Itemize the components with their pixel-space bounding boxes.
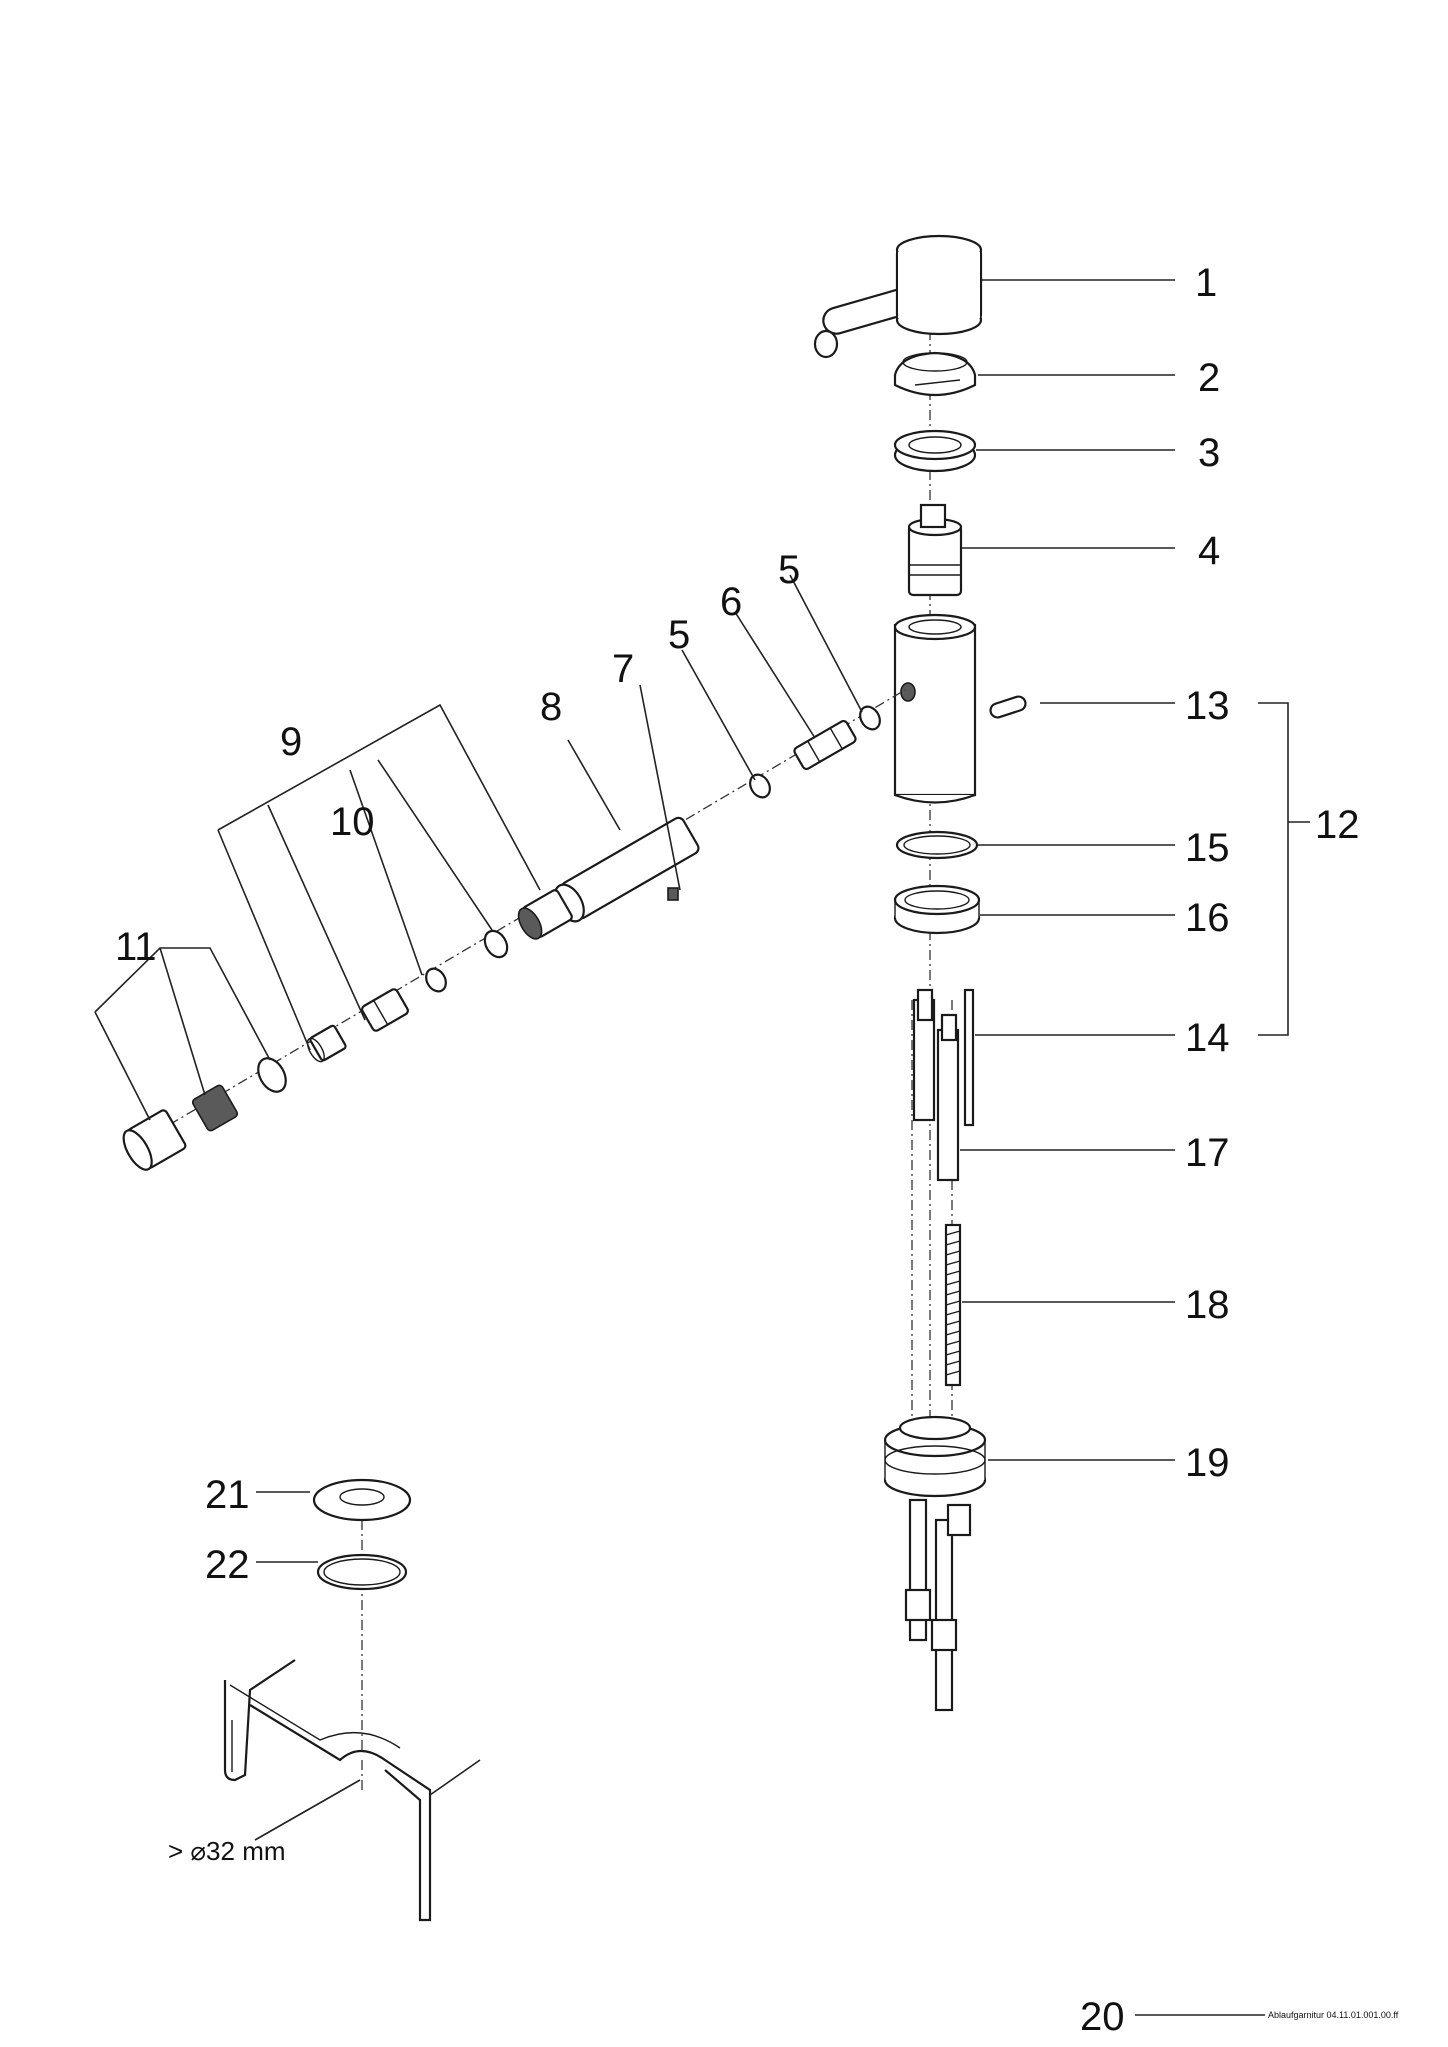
label-7: 7: [612, 647, 634, 691]
label-17: 17: [1185, 1131, 1230, 1175]
sink-surface: [249, 1704, 432, 1922]
label-13: 13: [1185, 684, 1230, 728]
sink-edge: [223, 1659, 296, 1782]
part-spout-tube: [553, 816, 700, 923]
part-nut: [893, 429, 977, 473]
part-aerator-washer: [257, 1057, 287, 1093]
part-handle-lever: [813, 234, 983, 359]
label-12: 12: [1315, 803, 1360, 847]
part-o-ring-spout-b: [425, 967, 447, 993]
part-threaded-insert: [517, 889, 573, 940]
part-aerator-housing: [122, 1109, 187, 1171]
label-22: 22: [205, 1543, 250, 1587]
label-15: 15: [1185, 826, 1230, 870]
label-8: 8: [540, 685, 562, 729]
label-6: 6: [720, 580, 742, 624]
part-seal-ring: [316, 1553, 408, 1591]
page-number: 20: [1080, 1995, 1125, 2039]
label-2: 2: [1198, 356, 1220, 400]
label-3: 3: [1198, 431, 1220, 475]
part-o-ring-spout-a: [483, 929, 509, 959]
part-aerator-insert: [191, 1084, 239, 1132]
part-o-ring-large: [895, 830, 979, 860]
label-1: 1: [1195, 261, 1217, 305]
footer-reference: Ablaufgarnitur 04.11.01.001.00.ff: [1268, 2010, 1399, 2020]
part-pin: [989, 695, 1027, 719]
part-grub-screw: [667, 887, 679, 901]
label-11: 11: [115, 925, 157, 969]
spout-assembly: [122, 689, 906, 1171]
label-21: 21: [205, 1473, 250, 1517]
sink-detail: [223, 1478, 481, 1922]
part-o-ring-small-b: [749, 773, 771, 799]
part-connection-hoses: [912, 988, 975, 1182]
part-lower-hoses: [904, 1498, 972, 1712]
part-valve-seat: [306, 1024, 347, 1063]
leader-lines: [94, 279, 1310, 2016]
label-4: 4: [1198, 529, 1220, 573]
part-threaded-ring: [893, 884, 981, 935]
vertical-assembly: [813, 234, 1027, 1712]
label-10: 10: [330, 800, 375, 844]
part-check-valve: [361, 988, 409, 1032]
part-cartridge: [907, 503, 963, 597]
label-18: 18: [1185, 1283, 1230, 1327]
part-o-ring-small-a: [859, 705, 881, 731]
dimension-note: > ⌀32 mm: [168, 1836, 286, 1866]
page-footer: 20 Ablaufgarnitur 04.11.01.001.00.ff: [1080, 1995, 1399, 2039]
label-16: 16: [1185, 896, 1230, 940]
label-19: 19: [1185, 1441, 1230, 1485]
part-cover-cap: [893, 351, 977, 397]
label-14: 14: [1185, 1016, 1230, 1060]
part-mounting-flange: [883, 1415, 987, 1498]
label-5b: 5: [668, 613, 690, 657]
part-nipple: [793, 719, 857, 771]
part-mixer-body: [893, 613, 977, 804]
part-threaded-rod: [944, 1223, 962, 1387]
label-9: 9: [280, 720, 302, 764]
label-5a: 5: [778, 548, 800, 592]
part-washer: [312, 1478, 412, 1522]
part-labels: 1 2 3 4 5 6 5 7 8 9 10 11 12 13 14 15 16…: [115, 261, 1360, 1866]
